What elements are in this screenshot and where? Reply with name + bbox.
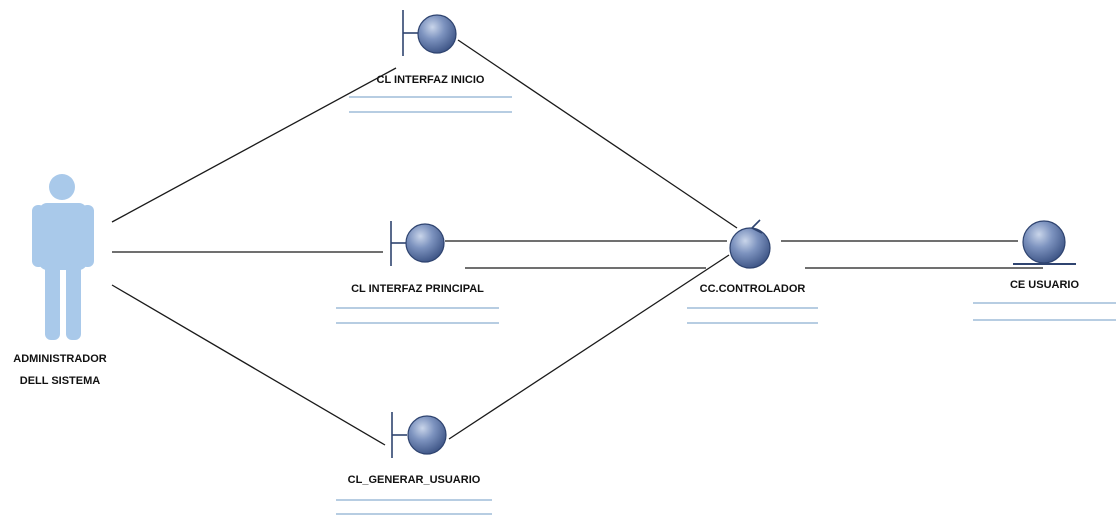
link-actor-inicio [111, 67, 397, 223]
actor-label: ADMINISTRADOR DELL SISTEMA [0, 348, 120, 392]
boundary-generar-label: CL_GENERAR_USUARIO [347, 474, 481, 486]
boundary-generar-icon [391, 412, 447, 458]
control-icon [729, 219, 771, 269]
boundary-principal-underline [336, 307, 499, 324]
control-underline [687, 307, 818, 324]
boundary-inicio-icon [402, 10, 457, 56]
control-label: CC.CONTROLADOR [699, 283, 806, 295]
entity-label: CE USUARIO [1009, 279, 1080, 291]
link-actor-generar [111, 284, 386, 446]
entity-underline [973, 302, 1116, 321]
boundary-principal-icon [390, 221, 445, 266]
boundary-generar-underline [336, 499, 492, 515]
actor-name-line2: DELL SISTEMA [19, 375, 101, 387]
boundary-inicio-label: CL INTERFAZ INICIO [376, 74, 485, 86]
link-inicio-controlador [457, 39, 738, 229]
entity-icon [1013, 220, 1076, 265]
actor-name-line1: ADMINISTRADOR [13, 353, 107, 365]
actor-icon [32, 174, 94, 340]
link-generar-controlador [448, 254, 730, 440]
boundary-principal-label: CL INTERFAZ PRINCIPAL [351, 283, 484, 295]
boundary-inicio-underline [349, 96, 512, 113]
